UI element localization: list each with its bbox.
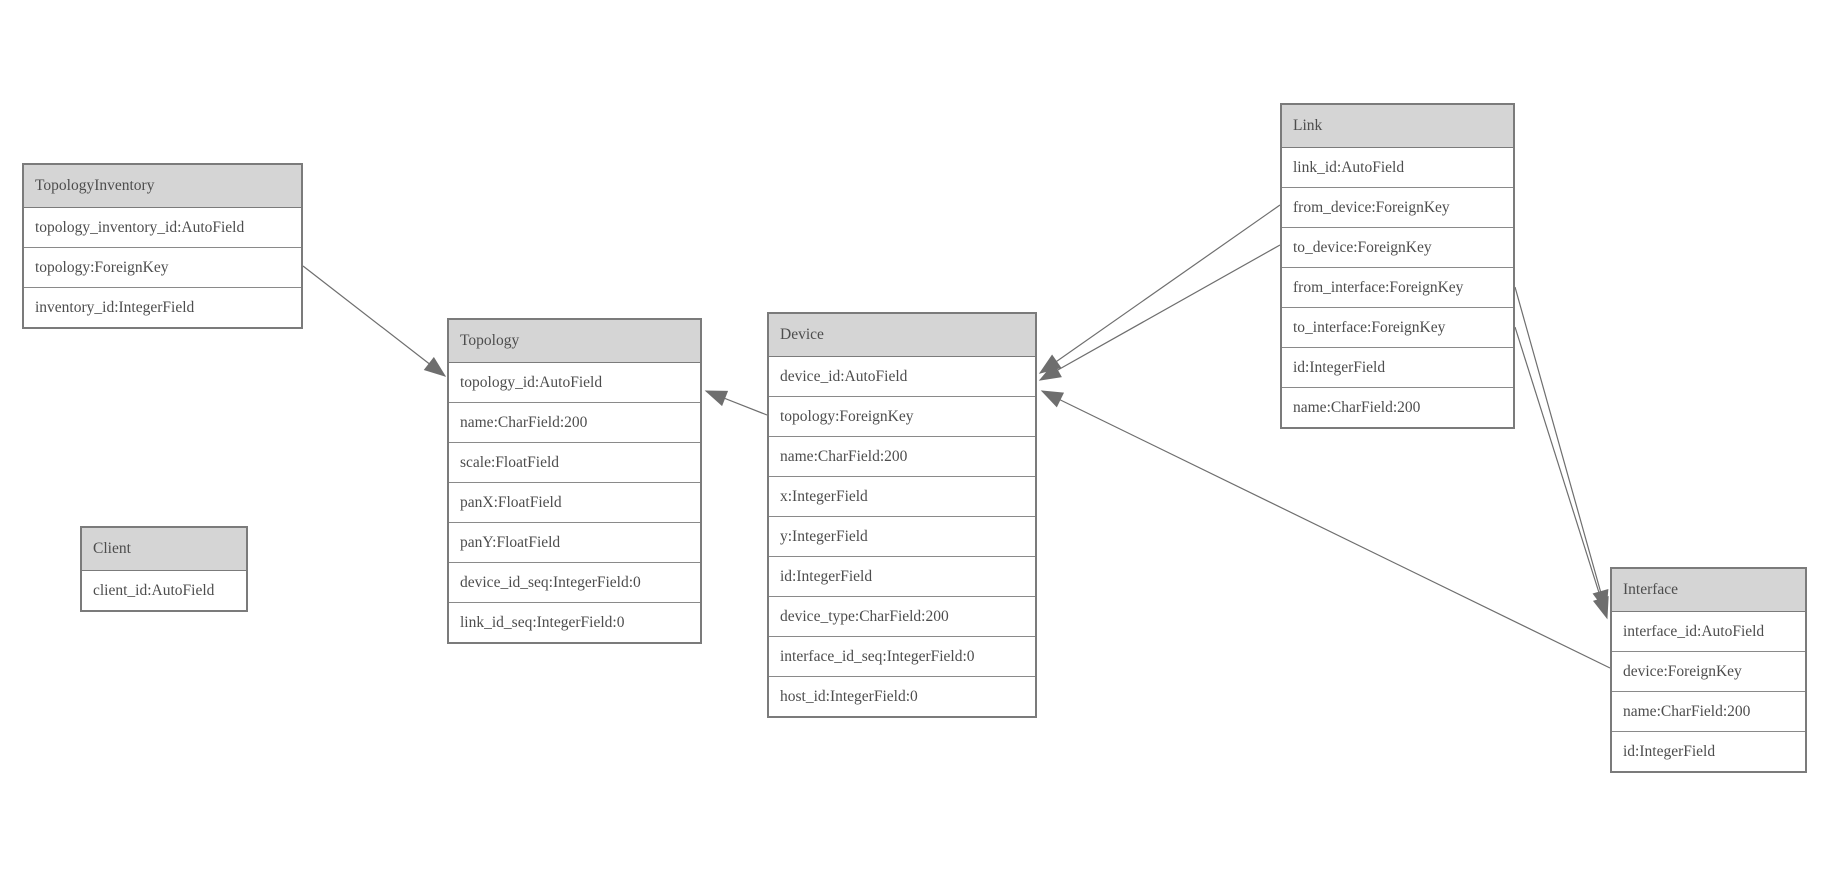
entity-field-row: id:IntegerField xyxy=(1612,732,1805,771)
entity-field-row: y:IntegerField xyxy=(769,517,1035,557)
entity-field-row: device:ForeignKey xyxy=(1612,652,1805,692)
entity-link-title: Link xyxy=(1282,105,1513,148)
entity-field-row: interface_id_seq:IntegerField:0 xyxy=(769,637,1035,677)
entity-field-row: to_device:ForeignKey xyxy=(1282,228,1513,268)
entity-field-row: link_id_seq:IntegerField:0 xyxy=(449,603,700,642)
entity-field-row: topology:ForeignKey xyxy=(769,397,1035,437)
entity-field-row: name:CharField:200 xyxy=(769,437,1035,477)
entity-field-row: from_interface:ForeignKey xyxy=(1282,268,1513,308)
entity-field-row: device_id:AutoField xyxy=(769,357,1035,397)
connector-link-frominterface-to-interface xyxy=(1514,286,1609,613)
entity-field-row: scale:FloatField xyxy=(449,443,700,483)
entity-field-row: to_interface:ForeignKey xyxy=(1282,308,1513,348)
entity-field-row: host_id:IntegerField:0 xyxy=(769,677,1035,716)
connector-interface-to-device xyxy=(1040,390,1611,669)
entity-device-title: Device xyxy=(769,314,1035,357)
entity-field-row: from_device:ForeignKey xyxy=(1282,188,1513,228)
entity-field-row: panX:FloatField xyxy=(449,483,700,523)
entity-field-row: x:IntegerField xyxy=(769,477,1035,517)
entity-field-row: topology:ForeignKey xyxy=(24,248,301,288)
connector-link-tointerface-to-interface xyxy=(1514,326,1609,620)
entity-topology-title: Topology xyxy=(449,320,700,363)
entity-topologyinventory-title: TopologyInventory xyxy=(24,165,301,208)
entity-field-row: client_id:AutoField xyxy=(82,571,246,610)
entity-client-title: Client xyxy=(82,528,246,571)
entity-field-row: name:CharField:200 xyxy=(1612,692,1805,732)
entity-field-row: interface_id:AutoField xyxy=(1612,612,1805,652)
entity-field-row: id:IntegerField xyxy=(769,557,1035,597)
connector-topologyinventory-to-topology xyxy=(302,265,447,377)
entity-client-fields: client_id:AutoField xyxy=(82,571,246,610)
entity-client: Client client_id:AutoField xyxy=(80,526,248,612)
entity-field-row: link_id:AutoField xyxy=(1282,148,1513,188)
entity-field-row: panY:FloatField xyxy=(449,523,700,563)
entity-field-row: topology_inventory_id:AutoField xyxy=(24,208,301,248)
connector-link-fromdevice-to-device xyxy=(1038,204,1281,374)
connector-link-todevice-to-device xyxy=(1038,244,1281,381)
entity-topologyinventory: TopologyInventory topology_inventory_id:… xyxy=(22,163,303,329)
entity-field-row: name:CharField:200 xyxy=(449,403,700,443)
entity-field-row: device_type:CharField:200 xyxy=(769,597,1035,637)
entity-interface-title: Interface xyxy=(1612,569,1805,612)
entity-field-row: topology_id:AutoField xyxy=(449,363,700,403)
entity-field-row: device_id_seq:IntegerField:0 xyxy=(449,563,700,603)
entity-field-row: id:IntegerField xyxy=(1282,348,1513,388)
entity-field-row: inventory_id:IntegerField xyxy=(24,288,301,327)
connector-device-to-topology xyxy=(704,390,768,416)
entity-field-row: name:CharField:200 xyxy=(1282,388,1513,427)
